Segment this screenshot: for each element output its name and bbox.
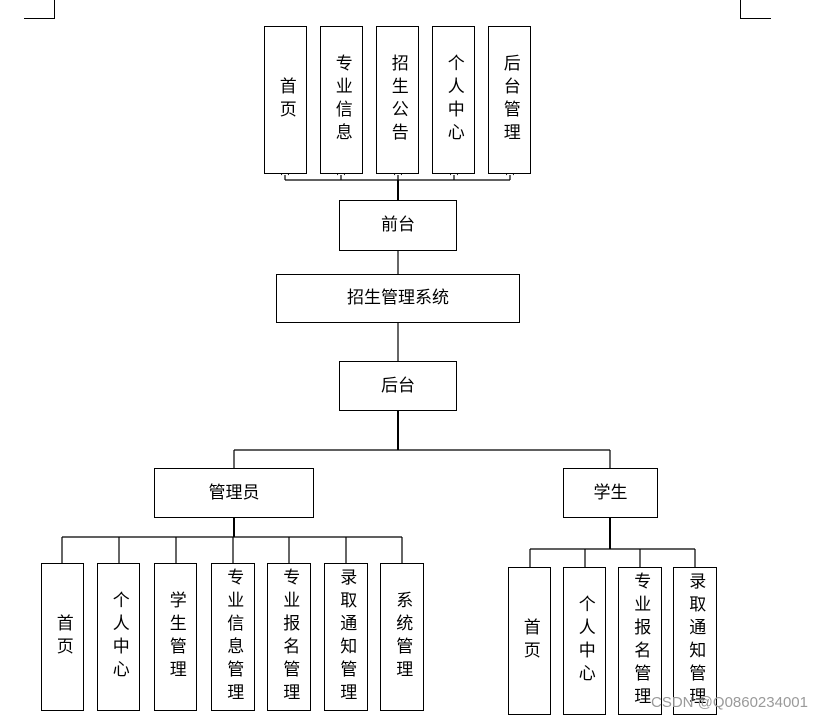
student-node: 学生 <box>563 468 658 518</box>
student-node-personal-center: 个人中心 <box>563 567 606 715</box>
student-node-admission-notice-management: 录取通知管理 <box>673 567 717 715</box>
admin-node-system-management: 系统管理 <box>380 563 424 711</box>
front-node-personal-center: 个人中心 <box>432 26 475 174</box>
front-node-major-info: 专业信息 <box>320 26 363 174</box>
student-node-home: 首页 <box>508 567 551 715</box>
front-node-home: 首页 <box>264 26 307 174</box>
admin-node-admission-notice-management: 录取通知管理 <box>324 563 368 711</box>
admin-node-home: 首页 <box>41 563 84 711</box>
admin-node-major-registration-management: 专业报名管理 <box>267 563 311 711</box>
admin-node-student-management: 学生管理 <box>154 563 197 711</box>
watermark-text: CSDN @Q0860234001 <box>651 694 808 711</box>
admin-node: 管理员 <box>154 468 314 518</box>
page-corner-top-right <box>740 0 771 19</box>
front-node-enrollment-notice: 招生公告 <box>376 26 419 174</box>
page-corner-top-left <box>24 0 55 19</box>
front-node: 前台 <box>339 200 457 251</box>
student-node-major-registration-management: 专业报名管理 <box>618 567 662 715</box>
system-node: 招生管理系统 <box>276 274 520 323</box>
back-node: 后台 <box>339 361 457 411</box>
admin-node-major-info-management: 专业信息管理 <box>211 563 255 711</box>
admin-node-personal-center: 个人中心 <box>97 563 140 711</box>
front-node-backend-management: 后台管理 <box>488 26 531 174</box>
